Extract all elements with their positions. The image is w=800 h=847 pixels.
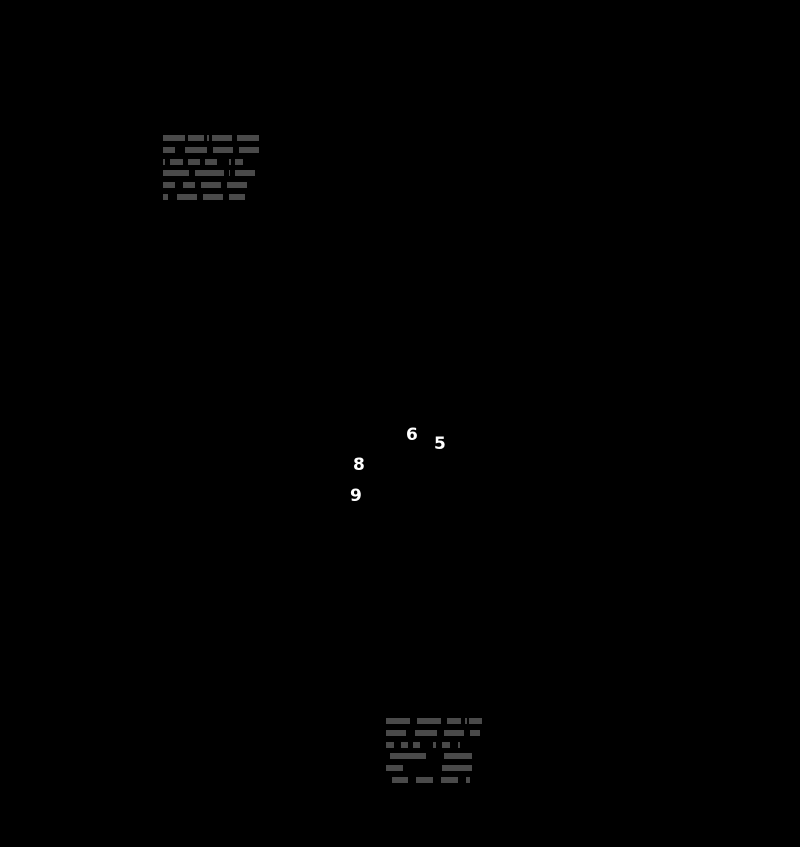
illegible-word [235,170,255,177]
digit-5: 5 [434,434,446,454]
illegible-word [185,146,207,153]
illegible-word [442,765,472,772]
illegible-word [170,158,183,165]
illegible-word [201,182,221,189]
illegible-word [188,158,200,165]
illegible-word [229,193,245,200]
digit-6: 6 [406,425,418,445]
illegible-word [229,158,231,165]
illegible-word [442,741,450,748]
illegible-word [237,135,259,141]
illegible-word [177,193,197,200]
illegible-word [465,718,467,724]
illegible-word [415,729,437,736]
illegible-word [163,158,165,165]
illegible-word [386,729,406,736]
illegible-word [229,170,230,177]
illegible-word [444,729,464,736]
illegible-word [444,753,472,760]
illegible-word [163,146,175,153]
illegible-word [213,146,233,153]
illegible-word [163,193,168,200]
illegible-word [458,741,460,748]
illegible-word [188,135,204,141]
illegible-word [227,182,247,189]
illegible-word [470,729,480,736]
illegible-word [392,776,408,783]
illegible-word [413,741,420,748]
illegible-word [401,741,408,748]
illegible-word [163,135,185,141]
illegible-word [235,158,243,165]
illegible-word [416,776,433,783]
illegible-word [195,170,224,177]
illegible-word [205,158,217,165]
illegible-word [386,718,410,724]
illegible-word [163,182,175,189]
illegible-word [466,776,470,783]
illegible-word [239,146,259,153]
illegible-word [390,753,426,760]
illegible-word [203,193,223,200]
illegible-word [207,135,209,141]
illegible-word [469,718,482,724]
illegible-word [386,765,403,772]
digit-9: 9 [350,486,362,506]
illegible-word [183,182,195,189]
illegible-word [441,776,458,783]
illegible-word [212,135,232,141]
illegible-word [433,741,436,748]
illegible-word [447,718,461,724]
illegible-word [386,741,394,748]
illegible-word [163,170,189,177]
illegible-word [417,718,441,724]
digit-8: 8 [353,455,365,475]
